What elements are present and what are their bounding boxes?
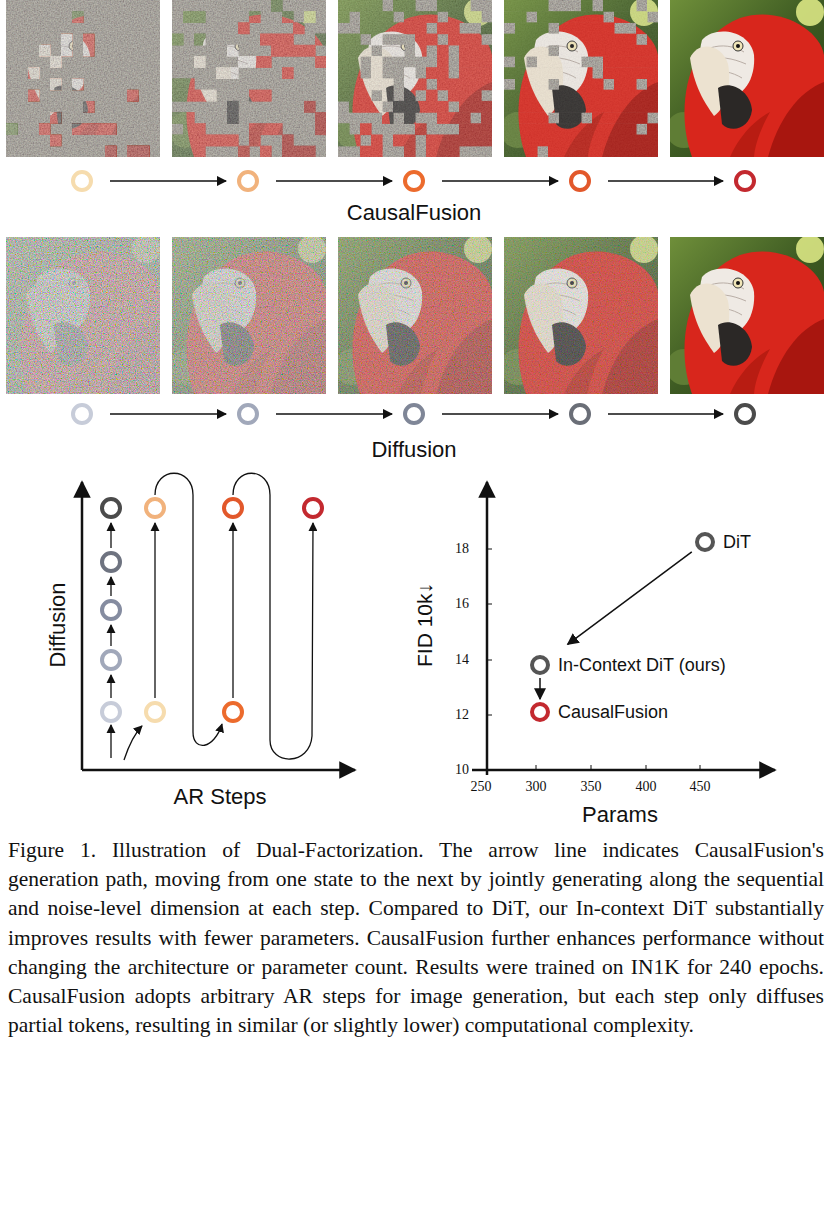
tick-label: 18 [455, 541, 469, 556]
generation-panel [168, 0, 326, 157]
step-arrow [110, 675, 111, 698]
state-arrow [276, 180, 392, 182]
step-arrow [110, 577, 111, 596]
axis-title: FID 10k↓ [413, 583, 436, 667]
row-title: Diffusion [371, 438, 456, 462]
figure-caption: Figure 1. Illustration of Dual-Factoriza… [8, 836, 824, 1040]
scatter-point: DiT [695, 532, 715, 552]
chart-axes [82, 482, 355, 770]
state-circle [73, 172, 91, 190]
state-circle [102, 601, 120, 619]
axis-title: Diffusion [46, 582, 70, 667]
point-label: In-Context DiT (ours) [558, 655, 726, 676]
state-circle [304, 499, 322, 517]
step-arrow [155, 473, 222, 745]
diffusion-panel [666, 235, 824, 394]
tick-label: 400 [636, 779, 657, 794]
step-arrow [154, 523, 155, 698]
state-arrow [608, 180, 723, 182]
trend-arrow [539, 678, 541, 699]
tick-label: 250 [471, 779, 492, 794]
step-arrow [110, 625, 111, 646]
tick-label: 350 [581, 779, 602, 794]
scatter-point: In-Context DiT (ours) [530, 655, 550, 675]
state-circle [102, 553, 120, 571]
state-circle [102, 499, 120, 517]
point-label: CausalFusion [558, 702, 668, 723]
diffusion-states [73, 405, 754, 423]
scatter-point: CausalFusion [530, 702, 550, 722]
state-arrow [276, 413, 392, 415]
diffusion-panel [334, 235, 492, 394]
axis-title: AR Steps [174, 785, 267, 809]
state-circle [102, 703, 120, 721]
path-arrows [111, 473, 313, 760]
state-arrow [442, 180, 558, 182]
causalfusion-states [73, 172, 754, 190]
path-states [102, 499, 322, 721]
tick-label: 12 [455, 707, 469, 722]
state-arrows [110, 413, 723, 415]
step-arrow [110, 725, 111, 758]
step-arrow [233, 473, 313, 759]
step-arrow [124, 726, 142, 760]
state-circle [239, 405, 257, 423]
state-circle [224, 499, 242, 517]
state-circle [146, 499, 164, 517]
generation-panel [666, 0, 824, 157]
axis-title: Params [582, 803, 658, 827]
generation-panel [334, 0, 492, 157]
generation-panel [2, 0, 160, 157]
chart-axes [472, 482, 775, 775]
tick-label: 10 [455, 762, 469, 777]
tick-label: 14 [455, 652, 469, 667]
diffusion-panel [500, 235, 658, 394]
state-circle [146, 703, 164, 721]
axis-line [486, 482, 489, 775]
step-arrow [110, 523, 111, 548]
diffusion-panel [168, 235, 326, 394]
tick-label: 16 [455, 596, 469, 611]
state-circle [73, 405, 91, 423]
axis-line [82, 769, 355, 772]
state-arrow [608, 413, 723, 415]
tick-label: 300 [526, 779, 547, 794]
state-arrow [110, 413, 226, 415]
state-circle [571, 172, 589, 190]
state-arrows [110, 180, 723, 182]
parrot-panels [2, 0, 824, 394]
row-title: CausalFusion [347, 201, 482, 225]
point-label: DiT [723, 532, 751, 553]
axis-line [81, 482, 84, 770]
state-circle [736, 172, 754, 190]
state-circle [239, 172, 257, 190]
axis-line [472, 769, 775, 772]
diffusion-panel [2, 235, 160, 394]
state-circle [736, 405, 754, 423]
state-circle [571, 405, 589, 423]
state-circle [405, 172, 423, 190]
step-arrow [232, 523, 233, 698]
state-circle [224, 703, 242, 721]
state-arrow [442, 413, 558, 415]
state-arrow [110, 180, 226, 182]
generation-panel [500, 0, 658, 157]
state-circle [102, 651, 120, 669]
tick-label: 450 [690, 779, 711, 794]
state-circle [405, 405, 423, 423]
trend-arrow [568, 552, 692, 645]
